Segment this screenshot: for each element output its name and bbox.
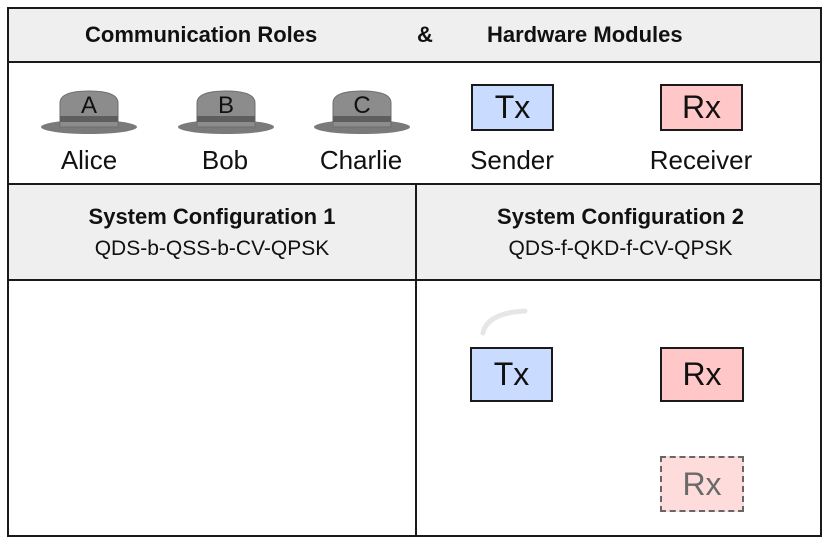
role-label-alice: Alice [60,145,118,175]
hat-bob-letter: B [218,92,234,119]
module-label-receiver: Receiver [649,145,753,175]
role-label-charlie: Charlie [319,145,403,175]
config-band [9,185,820,281]
config1-title: System Configuration 1 [88,204,336,229]
diagram-frame: Communication Roles & Hardware Modules A… [7,7,822,537]
hat-charlie-icon: C [314,90,410,134]
header-roles-title: Communication Roles [85,22,318,47]
hat-bob-icon: B [178,90,274,134]
legend-rx-box: Rx [660,84,743,131]
config-divider [415,185,417,535]
config2-rx-ghost-box: Rx [660,456,744,512]
faint-arc-icon [480,308,528,336]
header-band: Communication Roles & Hardware Modules [9,9,820,63]
config2-rx-box: Rx [660,347,744,402]
header-ampersand: & [417,22,433,47]
hat-alice-icon: A [41,90,137,134]
legend-tx-box: Tx [471,84,554,131]
config2-tx-box: Tx [470,347,553,402]
config2-title: System Configuration 2 [497,204,744,229]
legend-band [9,63,820,185]
hat-alice-letter: A [81,92,97,119]
module-label-sender: Sender [470,145,554,175]
config2-subtitle: QDS-f-QKD-f-CV-QPSK [508,237,733,260]
header-modules-title: Hardware Modules [487,22,683,47]
role-label-bob: Bob [201,145,249,175]
config1-panel [9,281,415,535]
hat-charlie-letter: C [353,92,370,119]
config1-subtitle: QDS-b-QSS-b-CV-QPSK [94,237,330,260]
